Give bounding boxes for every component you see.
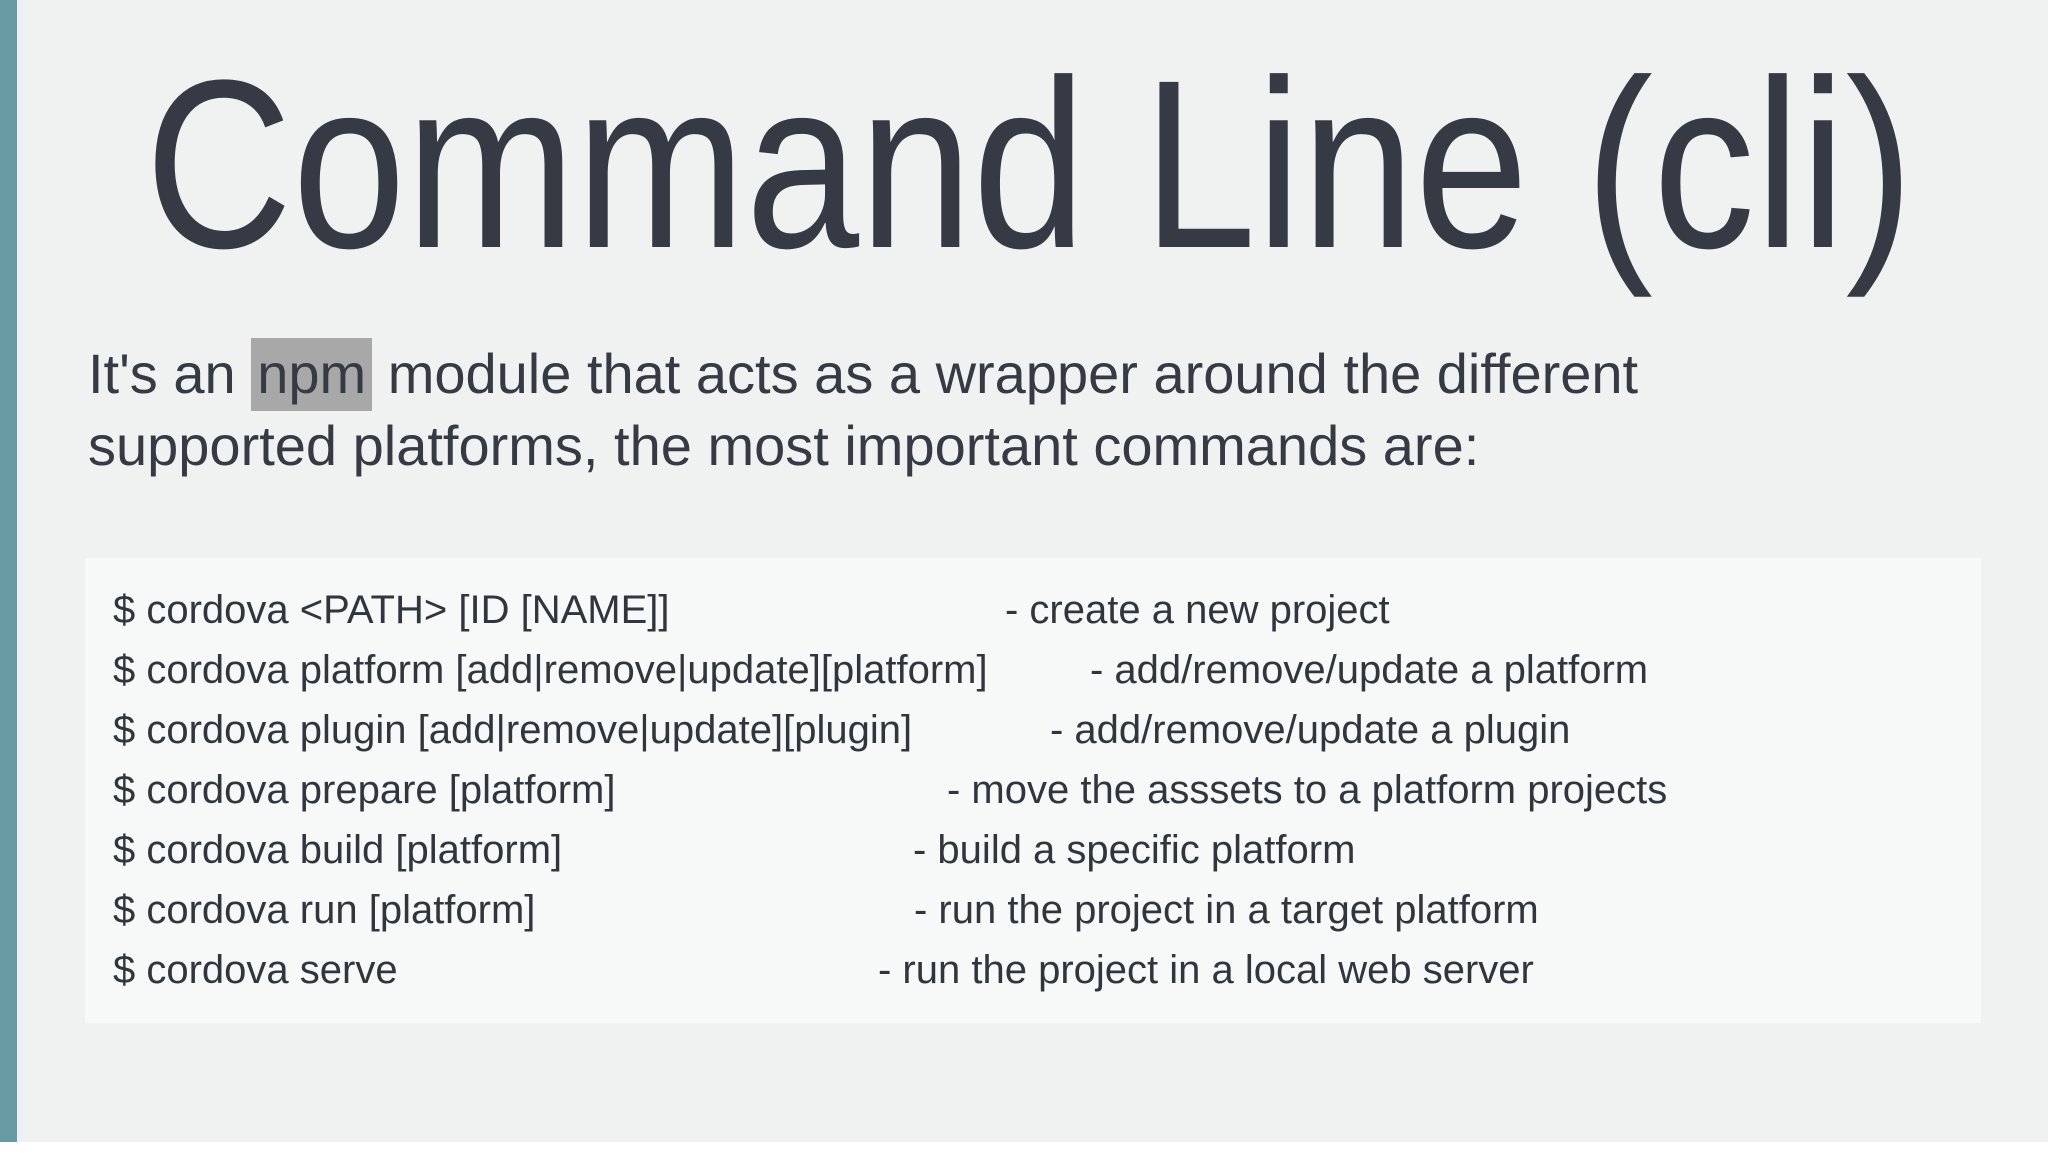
command-text: $ cordova <PATH> [ID [NAME]] — [113, 588, 670, 632]
command-row: $ cordova plugin [add|remove|update][plu… — [85, 700, 1981, 760]
intro-text-before: It's an — [88, 342, 252, 405]
command-description: - add/remove/update a platform — [1090, 648, 1649, 692]
command-text: $ cordova run [platform] — [113, 888, 536, 932]
command-row: $ cordova prepare [platform] - move the a… — [85, 760, 1981, 820]
command-description: - add/remove/update a plugin — [1050, 708, 1571, 752]
npm-highlight: npm — [251, 338, 373, 411]
command-text: $ cordova serve — [113, 948, 398, 992]
command-text: $ cordova prepare [platform] — [113, 768, 616, 812]
command-row: $ cordova serve - run the project in a lo… — [85, 940, 1981, 1000]
command-description: - run the project in a target platform — [914, 888, 1539, 932]
command-description: - build a specific platform — [913, 828, 1356, 872]
slide-title: Command Line (cli) — [145, 30, 1914, 298]
command-list: $ cordova <PATH> [ID [NAME]] - create a n… — [85, 558, 1981, 1023]
command-text: $ cordova platform [add|remove|update][p… — [113, 648, 988, 692]
command-row: $ cordova build [platform] - build a spec… — [85, 820, 1981, 880]
command-description: - run the project in a local web server — [878, 948, 1534, 992]
command-text: $ cordova build [platform] — [113, 828, 563, 872]
left-accent-gap — [17, 0, 23, 1142]
command-row: $ cordova <PATH> [ID [NAME]] - create a n… — [85, 580, 1981, 640]
left-accent-bar — [0, 0, 17, 1142]
command-description: - create a new project — [1005, 588, 1390, 632]
intro-text-line2: supported platforms, the most important … — [88, 414, 1480, 477]
intro-paragraph: It's an npm module that acts as a wrappe… — [88, 338, 1878, 482]
intro-text-line1-rest: module that acts as a wrapper around the… — [372, 342, 1639, 405]
command-row: $ cordova run [platform] - run the projec… — [85, 880, 1981, 940]
command-text: $ cordova plugin [add|remove|update][plu… — [113, 708, 913, 752]
command-description: - move the asssets to a platform project… — [947, 768, 1668, 812]
command-row: $ cordova platform [add|remove|update][p… — [85, 640, 1981, 700]
bottom-margin-strip — [0, 1142, 2048, 1154]
